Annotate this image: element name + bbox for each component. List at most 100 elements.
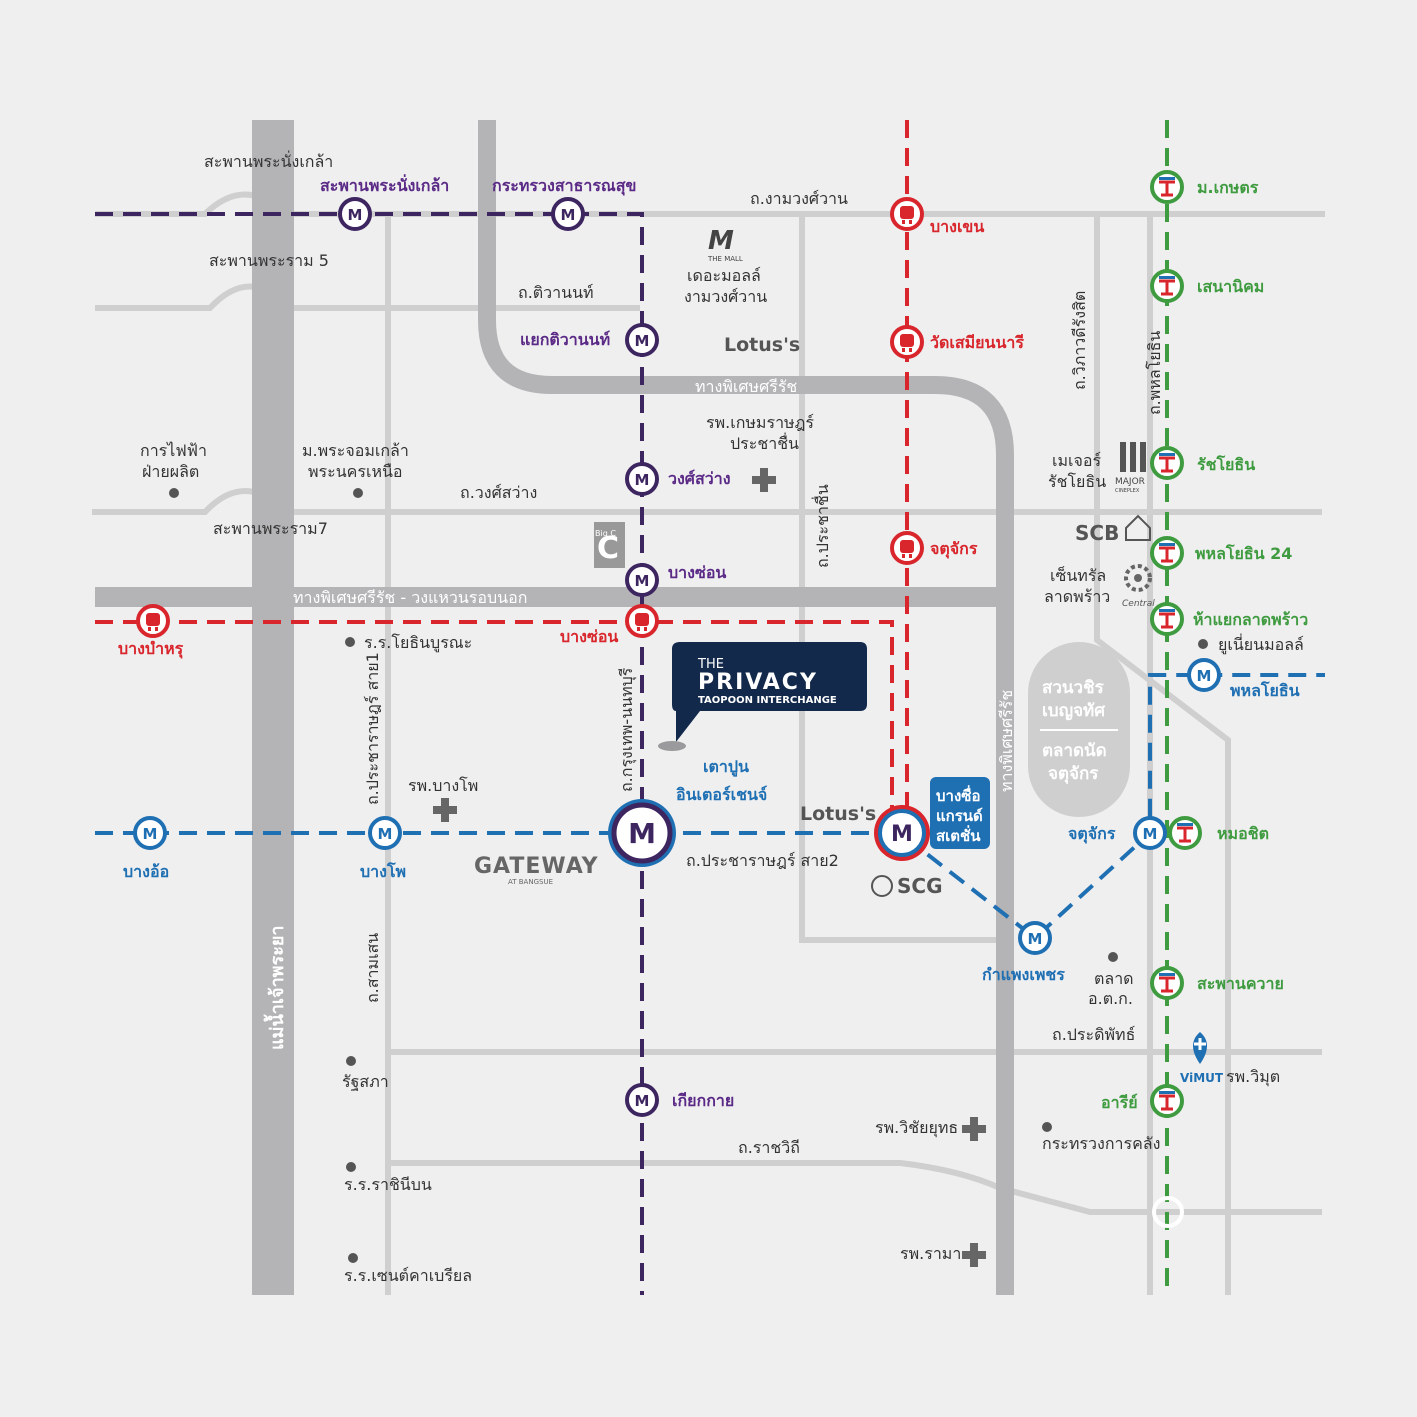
metro-icon: M (625, 563, 659, 597)
bts-icon (1150, 170, 1184, 204)
the-mall-logo: M THE MALL (707, 226, 743, 263)
road-label: ทางพิเศษศรีรัช (695, 377, 797, 396)
landmark-label: เดอะมอลล์ (687, 266, 761, 285)
landmark-label: ฝ่ายผลิต (142, 462, 199, 481)
station-labels: สะพานพระนั่งเกล้า กระทรวงสาธารณสุข แยกติ… (118, 174, 1308, 1112)
lotus-logo: Lotus's (724, 334, 800, 356)
landmark-label: ประชาชื่น (730, 432, 799, 453)
station-label: บางอ้อ (123, 862, 169, 881)
metro-icon: M (625, 462, 659, 496)
park-label: ตลาดนัด (1042, 741, 1107, 761)
bang-sue-label: สเตชั่น (936, 825, 981, 845)
scg-logo: SCG (871, 874, 943, 898)
park-label: สวนวชิร (1042, 678, 1105, 698)
station-label: เกียกกาย (672, 1091, 734, 1110)
landmark-label: พระนครเหนือ (308, 462, 403, 481)
station-label: ม.เกษตร (1197, 178, 1259, 197)
road-network (92, 120, 1325, 1295)
hospital-icon (962, 1117, 986, 1141)
landmark-label: อ.ต.ก. (1088, 989, 1133, 1008)
landmark-label: รพ.รามา (900, 1244, 961, 1263)
purple-line (95, 212, 644, 1295)
landmark-label: ม.พระจอมเกล้า (302, 441, 409, 460)
landmark-label: ร.ร.เซนต์คาเบรียล (344, 1266, 472, 1285)
bts-icon (1150, 1084, 1184, 1118)
central-logo: Central (1122, 564, 1155, 609)
svg-text:M: M (635, 1092, 650, 1110)
interchange-label: เตาปูน (703, 757, 749, 778)
the-privacy-marker[interactable]: THE PRIVACY TAOPOON INTERCHANGE (658, 642, 867, 751)
svg-text:M: M (561, 206, 576, 224)
landmark-label: งามวงศ์วาน (684, 287, 767, 306)
road-label: ถ.ติวานนท์ (518, 283, 594, 302)
train-icon (890, 325, 924, 359)
major-logo: MAJOR CINEPLEX (1115, 442, 1146, 494)
svg-text:M: M (891, 822, 913, 847)
landmark-label: รพ.บางโพ (408, 776, 478, 795)
gateway-logo: GATEWAY AT BANGSUE (474, 854, 598, 886)
landmark-label: เซ็นทรัล (1050, 565, 1106, 585)
road-label: ถ.กรุงเทพ-นนทบุรี (617, 667, 637, 792)
the-mall-logo-text: THE MALL (707, 255, 743, 263)
station-label: บางซ่อน (560, 627, 618, 646)
poi-dot (348, 1253, 358, 1263)
privacy-name: PRIVACY (698, 670, 818, 695)
landmark-label: ตลาด (1094, 969, 1134, 988)
landmark-label: ร.ร.โยธินบูรณะ (364, 633, 472, 653)
svg-text:M: M (1197, 667, 1212, 685)
tao-poon-interchange-icon: M (608, 799, 676, 867)
svg-text:M: M (1028, 930, 1043, 948)
landmark-label: ลาดพร้าว (1044, 587, 1110, 606)
station-label: จตุจักร (1068, 824, 1116, 844)
station-label: เสนานิคม (1197, 277, 1264, 296)
hospital-icon (433, 798, 457, 822)
station-label: แยกติวานนท์ (520, 330, 610, 349)
station-label: วงศ์สว่าง (668, 469, 731, 488)
landmark-label: การไฟฟ้า (140, 441, 207, 460)
landmark-label: ร.ร.ราชินีบน (344, 1175, 432, 1194)
road-label: ถ.ประดิพัทธ์ (1052, 1025, 1135, 1044)
station-label: กำแพงเพชร (982, 965, 1065, 984)
station-label: พหลโยธิน 24 (1195, 543, 1292, 563)
poi-dot (345, 637, 355, 647)
vimut-logo: ViMUT (1180, 1032, 1224, 1085)
station-markers: M M M M M M M M M M M M M (133, 170, 1221, 1118)
train-icon (625, 604, 659, 638)
svg-text:M: M (378, 825, 393, 843)
metro-icon: M (1133, 816, 1167, 850)
svg-text:M: M (635, 572, 650, 590)
svg-text:C: C (597, 531, 619, 566)
poi-dot (346, 1056, 356, 1066)
poi-dot (1198, 639, 1208, 649)
bts-icon (1150, 536, 1184, 570)
station-label: สะพานพระนั่งเกล้า (320, 174, 449, 195)
river-label: แม่น้ำเจ้าพระยา (263, 925, 288, 1050)
landmarks: การไฟฟ้า ฝ่ายผลิต ม.พระจอมเกล้า พระนครเห… (140, 226, 1304, 1285)
bts-icon (1150, 269, 1184, 303)
poi-dot (346, 1162, 356, 1172)
bridge-label: สะพานพระราม7 (213, 519, 328, 538)
landmark-label: เมเจอร์ (1052, 451, 1101, 470)
metro-icon: M (368, 816, 402, 850)
train-icon (890, 531, 924, 565)
park-label: เบญจทัศ (1042, 701, 1106, 721)
bridge-label: สะพานพระราม 5 (209, 251, 329, 270)
landmark-label: รพ.วิชัยยุทธ (875, 1118, 958, 1138)
train-icon (890, 197, 924, 231)
road-label: ถ.วงศ์สว่าง (460, 483, 537, 502)
metro-icon: M (1187, 658, 1221, 692)
road-label: ถ.พหลโยธิน (1145, 331, 1164, 415)
metro-icon: M (1018, 921, 1052, 955)
interchange-label: อินเตอร์เชนจ์ (676, 785, 768, 804)
road-label: ถ.ประชาราษฎร์ สาย1 (363, 652, 382, 805)
metro-icon: M (625, 323, 659, 357)
road-label: ทางพิเศษศรีรัช - วงแหวนรอบนอก (293, 588, 527, 607)
bang-sue-grand-box: บางซื่อ แกรนด์ สเตชั่น (930, 777, 990, 849)
chatuchak-park: สวนวชิร เบญจทัศ ตลาดนัด จตุจักร (1028, 642, 1130, 817)
svg-text:M: M (143, 825, 158, 843)
lotus-logo: Lotus's (800, 803, 876, 825)
poi-dot (169, 488, 179, 498)
station-label: อารีย์ (1101, 1093, 1138, 1112)
station-label: บางบำหรุ (118, 639, 184, 659)
landmark-label: รพ.เกษมราษฎร์ (706, 413, 814, 432)
